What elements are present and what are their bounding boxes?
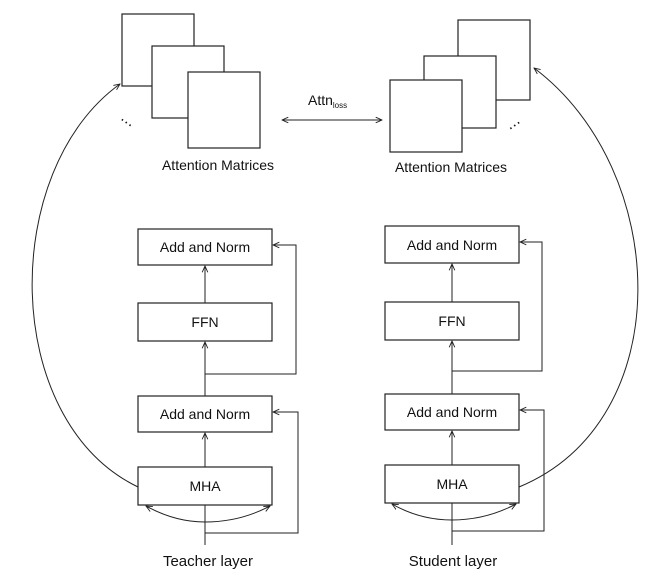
student-matrices-label: Attention Matrices (395, 159, 507, 175)
teacher-ffn-box (137, 302, 273, 342)
loss-label-subscript: loss (333, 101, 347, 110)
student-ffn-box (384, 301, 520, 341)
teacher-ellipsis: … (118, 109, 139, 130)
loss-label-main: Attn (308, 92, 333, 108)
teacher-add-norm-top-label: Add and Norm (160, 239, 250, 255)
teacher-mha-to-matrices-arc (31, 84, 139, 488)
student-matrix-3 (389, 79, 463, 153)
teacher-mha-label: MHA (189, 478, 221, 494)
attention-loss: Attnloss (282, 92, 382, 120)
teacher-mha-box (137, 466, 273, 506)
student-mha-label: MHA (436, 476, 468, 492)
teacher-residual-bottom (205, 412, 299, 534)
teacher-layer: Add and Norm FFN Add and Norm MHA Teache… (137, 228, 299, 570)
student-residual-top (452, 242, 543, 372)
student-add-norm-bottom-label: Add and Norm (407, 404, 497, 420)
teacher-residual-top (205, 245, 297, 375)
teacher-ffn-label: FFN (191, 314, 218, 330)
teacher-input-curve-right (204, 506, 270, 523)
student-caption: Student layer (409, 553, 497, 570)
teacher-attention-matrices: … Attention Matrices (118, 13, 274, 173)
teacher-add-norm-bottom-box (137, 395, 273, 433)
loss-label: Attnloss (308, 92, 347, 110)
teacher-add-norm-bottom-label: Add and Norm (160, 406, 250, 422)
student-mha-to-matrices-arc (518, 68, 639, 488)
student-mha-box (384, 464, 520, 504)
student-add-norm-top-box (384, 225, 520, 264)
student-input-curve-left (392, 504, 453, 521)
teacher-caption: Teacher layer (163, 553, 253, 570)
student-ellipsis: … (503, 112, 524, 133)
student-ffn-label: FFN (438, 313, 465, 329)
student-residual-bottom (452, 410, 545, 532)
student-layer: Add and Norm FFN Add and Norm MHA Studen… (384, 225, 545, 570)
student-add-norm-bottom-box (384, 393, 520, 431)
student-add-norm-top-label: Add and Norm (407, 237, 497, 253)
teacher-add-norm-top-box (137, 228, 273, 266)
teacher-input-curve-left (146, 506, 206, 523)
student-attention-matrices: … Attention Matrices (389, 19, 531, 175)
teacher-matrix-3 (187, 71, 261, 149)
teacher-matrices-label: Attention Matrices (162, 157, 274, 173)
student-input-curve-right (451, 504, 516, 521)
